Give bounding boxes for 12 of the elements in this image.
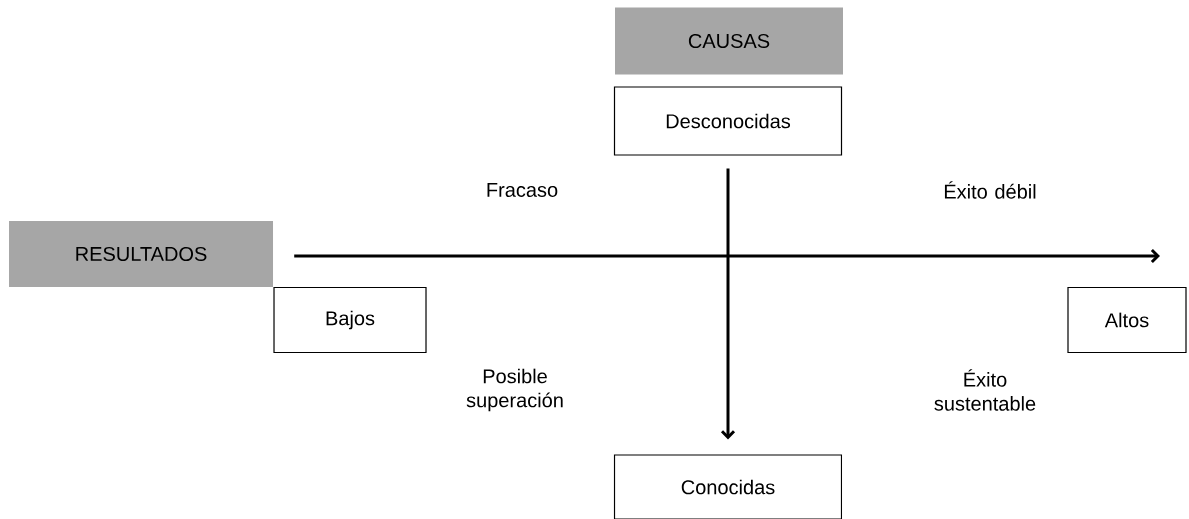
quadrant-label: Fracaso xyxy=(487,183,558,197)
label-box: Conocidas xyxy=(613,454,843,519)
arrow xyxy=(294,248,1160,264)
label-box: Altos xyxy=(1067,286,1187,354)
quadrant-label: Éxito débil xyxy=(944,181,1036,199)
label-box: Bajos xyxy=(273,286,427,354)
arrow xyxy=(720,168,736,440)
quadrant-label: Posible superación xyxy=(466,368,563,412)
header-box: CAUSAS xyxy=(615,7,843,75)
header-box: RESULTADOS xyxy=(9,221,273,287)
label-box: Desconocidas xyxy=(613,86,843,156)
quadrant-label: Éxito sustentable xyxy=(934,369,1036,411)
